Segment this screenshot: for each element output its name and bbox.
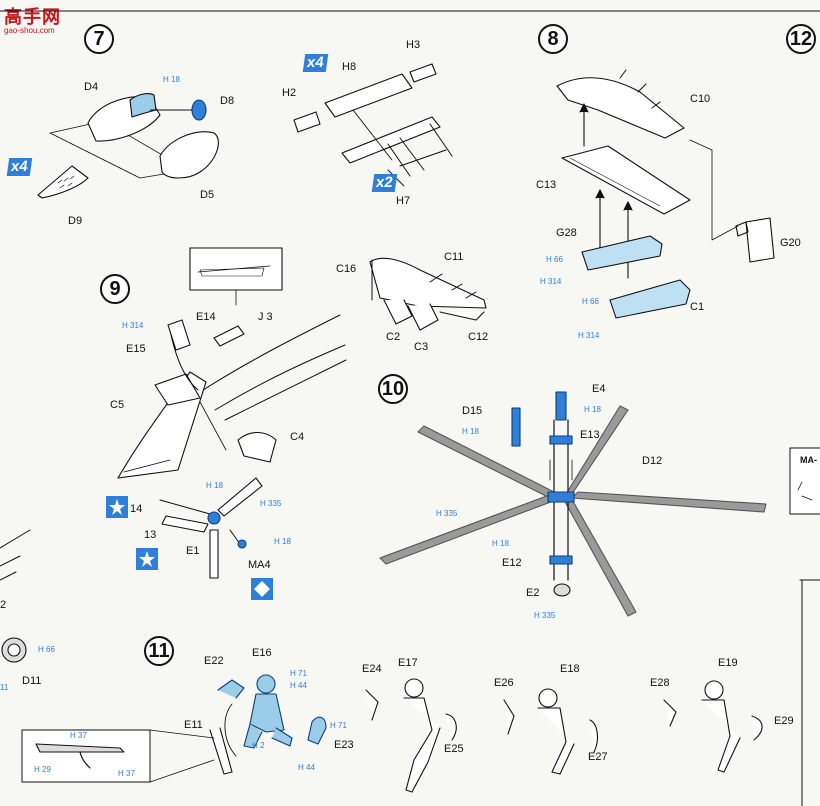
part-label: C10 — [690, 93, 711, 105]
step8-wing — [556, 69, 775, 319]
paint-code: H 71 — [330, 721, 347, 730]
step-number-9: 9 — [100, 274, 130, 304]
paint-code: H 71 — [290, 669, 307, 678]
step11-figures — [209, 674, 763, 793]
paint-code: H 66 — [546, 255, 563, 264]
part-label: D5 — [200, 189, 215, 201]
part-label: C11 — [444, 251, 464, 263]
watermark: 高手网 gao-shou.com — [4, 8, 61, 35]
part-label: E11 — [184, 719, 203, 731]
multiplier-badge: x2 — [371, 174, 397, 192]
paint-code: H 335 — [534, 611, 556, 620]
paint-code: H 314 — [122, 321, 144, 330]
paint-code: H 18 — [462, 427, 479, 436]
paint-code: H 18 — [206, 481, 223, 490]
part-label: D12 — [642, 455, 663, 467]
part-label: C4 — [290, 431, 305, 443]
part-label: D15 — [462, 405, 483, 417]
part-label: G28 — [556, 227, 577, 239]
part-label: C1 — [690, 301, 705, 313]
part-label: MA- — [800, 455, 817, 465]
part-label: E12 — [502, 557, 522, 569]
paint-code: H 66 — [582, 297, 599, 306]
part-label: E28 — [650, 677, 670, 689]
part-label: H2 — [282, 87, 297, 99]
paint-code: H 335 — [260, 499, 282, 508]
paint-code: H 37 — [118, 769, 135, 778]
paint-code: H 44 — [290, 681, 307, 690]
multiplier-badge: x4 — [302, 54, 328, 72]
paint-code: H 29 — [34, 765, 51, 774]
part-label: MA4 — [248, 559, 271, 571]
part-label: E24 — [362, 663, 382, 675]
paint-code: H 18 — [584, 405, 601, 414]
star-decal-icon — [136, 548, 158, 570]
step9-tail — [117, 247, 347, 579]
part-label: H3 — [406, 39, 421, 51]
part-label: D9 — [68, 215, 83, 227]
step-number-7: 7 — [84, 24, 114, 54]
step7-exhaust — [293, 63, 453, 187]
step7-nacelle — [37, 93, 219, 199]
part-label: H8 — [342, 61, 357, 73]
part-label: E13 — [580, 429, 600, 441]
part-label: G20 — [780, 237, 801, 249]
paint-code: H 44 — [298, 763, 315, 772]
part-label: E16 — [252, 647, 272, 659]
step-number-12: 12 — [786, 24, 816, 54]
paint-code: H 314 — [540, 277, 562, 286]
diamond-decal-icon — [251, 578, 273, 600]
tail-assembly — [369, 257, 487, 331]
part-label: C3 — [414, 341, 429, 353]
part-label: C5 — [110, 399, 125, 411]
part-label: E1 — [186, 545, 200, 557]
part-label: E14 — [196, 311, 216, 323]
watermark-title: 高手网 — [4, 7, 61, 27]
paint-code: H 18 — [274, 537, 291, 546]
part-label: D11 — [22, 675, 42, 687]
paint-code: H 37 — [70, 731, 87, 740]
watermark-url: gao-shou.com — [4, 26, 55, 35]
part-label: C2 — [386, 331, 401, 343]
star-decal-icon — [106, 496, 128, 518]
part-label: E18 — [560, 663, 580, 675]
part-label: E22 — [204, 655, 224, 667]
multiplier-badge: x4 — [6, 158, 32, 176]
part-label: C13 — [536, 179, 557, 191]
paint-code: H 2 — [252, 741, 265, 750]
part-label: E25 — [444, 743, 464, 755]
part-label: E2 — [526, 587, 540, 599]
part-label: E26 — [494, 677, 514, 689]
part-label: C16 — [336, 263, 357, 275]
part-label: E15 — [126, 343, 146, 355]
paint-code: 11 — [0, 683, 9, 692]
paint-code: H 66 — [38, 645, 55, 654]
part-label: E19 — [718, 657, 738, 669]
part-label: E27 — [588, 751, 608, 763]
part-label: E17 — [398, 657, 418, 669]
part-label: E4 — [592, 383, 606, 395]
part-label: E29 — [774, 715, 794, 727]
paint-code: H 314 — [578, 331, 600, 340]
part-label: D8 — [220, 95, 235, 107]
decal-number: 14 — [130, 503, 143, 515]
part-label: H7 — [396, 195, 411, 207]
paint-code: H 335 — [436, 509, 458, 518]
paint-code: H 18 — [163, 75, 180, 84]
part-label: D4 — [84, 81, 99, 93]
step-number-11: 11 — [144, 636, 174, 666]
part-label: J 3 — [258, 311, 273, 323]
step-number-10: 10 — [378, 374, 408, 404]
part-label: E23 — [334, 739, 354, 751]
part-label: C12 — [468, 331, 489, 343]
step-number-8: 8 — [538, 24, 568, 54]
step10-rotor — [379, 391, 767, 617]
paint-code: H 18 — [492, 539, 509, 548]
part-label: 2 — [0, 599, 7, 611]
decal-number: 13 — [144, 529, 157, 541]
